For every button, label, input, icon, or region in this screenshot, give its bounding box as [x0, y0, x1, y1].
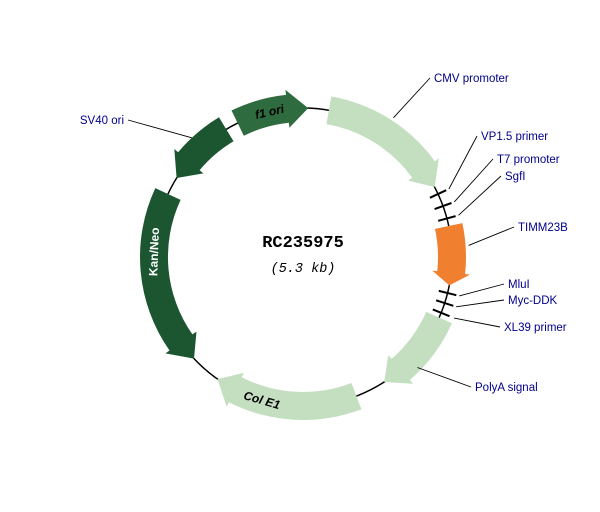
t7-promoter-site-tick: [434, 202, 452, 211]
polya-signal-leader-line: [417, 367, 472, 388]
sv40-ori-leader-line: [127, 119, 192, 139]
myc-ddk-site-tick: [435, 299, 454, 307]
mlui-label: MluI: [508, 279, 530, 291]
plasmid-name: RC235975: [262, 234, 344, 253]
f1-ori-arrow: [231, 89, 309, 136]
sgfi-leader-line: [458, 175, 502, 216]
kan-neo-arrow: [140, 188, 197, 359]
timm23b-arrow: [432, 223, 471, 286]
sgfi-label: SgfI: [505, 171, 525, 183]
plasmid-size: (5.3 kb): [271, 262, 336, 277]
myc-ddk-label: Myc-DDK: [508, 295, 558, 307]
vp15-primer-label: VP1.5 primer: [481, 131, 548, 143]
sgfi-site-tick: [437, 215, 456, 222]
myc-ddk-leader-line: [456, 299, 505, 308]
kan-neo-arrow-label: Kan/Neo: [146, 227, 162, 276]
f1-ori-arrow-label: f1 ori: [254, 102, 286, 122]
mlui-leader-line: [459, 283, 505, 297]
xl39-primer-site-tick: [432, 308, 450, 318]
timm23b-leader-line: [468, 226, 515, 246]
cmv-promoter-leader-line: [393, 77, 431, 119]
xl39-primer-label: XL39 primer: [504, 322, 567, 334]
polya-signal-arrow: [384, 311, 452, 384]
xl39-primer-leader-line: [454, 317, 501, 328]
timm23b-label: TIMM23B: [518, 222, 568, 234]
cmv-promoter-arrow: [326, 96, 439, 187]
mlui-site-tick: [438, 289, 457, 297]
cmv-promoter-label: CMV promoter: [434, 73, 509, 85]
restriction-sites-group: [429, 189, 457, 318]
polya-signal-label: PolyA signal: [475, 382, 538, 394]
vp15-primer-leader-line: [448, 135, 478, 190]
t7-promoter-leader-line: [453, 158, 494, 203]
col-e1-arrow: [217, 372, 362, 420]
sv40-ori-arrow: [174, 117, 234, 178]
t7-promoter-label: T7 promoter: [497, 154, 560, 166]
sv40-ori-label: SV40 ori: [80, 115, 124, 127]
vp15-primer-site-tick: [429, 189, 447, 199]
